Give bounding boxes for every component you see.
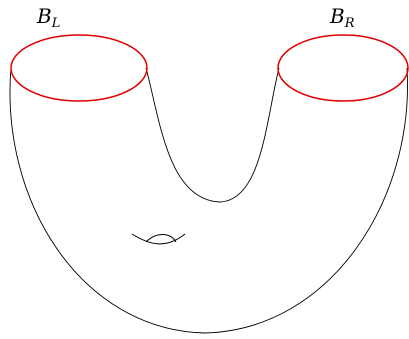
boundary-right-ellipse <box>277 34 409 102</box>
inner-valley-curve <box>145 67 280 203</box>
handle-hole-lower <box>131 233 186 245</box>
boundary-left-ellipse <box>10 34 148 102</box>
label-right-boundary: BR <box>330 6 355 30</box>
label-left-boundary: BL <box>37 6 60 30</box>
label-left-base: B <box>37 4 52 28</box>
surface-outline <box>9 67 408 334</box>
label-right-subscript: R <box>344 16 355 31</box>
label-right-base: B <box>330 4 345 28</box>
handle-hole-upper <box>145 234 177 243</box>
label-left-subscript: L <box>51 16 61 31</box>
